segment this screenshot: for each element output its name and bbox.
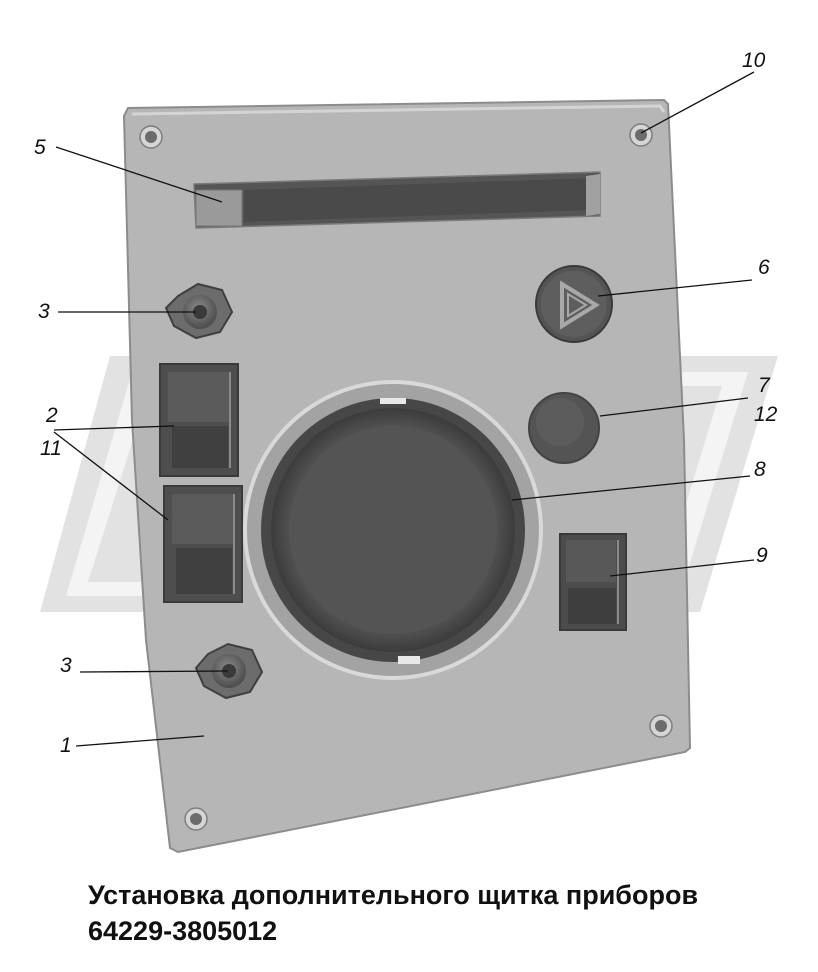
callout-12: 12 bbox=[754, 403, 778, 426]
mounting-screw-bottom-right bbox=[649, 714, 673, 738]
switch-9 bbox=[559, 533, 627, 631]
callout-10: 10 bbox=[742, 49, 766, 72]
caption-title: Установка дополнительного щитка приборов bbox=[88, 880, 699, 910]
callout-8: 8 bbox=[754, 458, 766, 481]
triangle-icon bbox=[560, 280, 600, 330]
callout-5: 5 bbox=[34, 136, 46, 159]
callout-2: 2 bbox=[45, 404, 58, 427]
mounting-screw-bottom-left bbox=[184, 807, 208, 831]
mounting-screw-top-right bbox=[629, 123, 653, 147]
caption-part-number: 64229-3805012 bbox=[88, 916, 278, 946]
rocker-switch-upper bbox=[159, 363, 239, 477]
callout-1: 1 bbox=[60, 734, 72, 757]
callout-3-bottom: 3 bbox=[60, 654, 72, 677]
callout-7: 7 bbox=[758, 374, 771, 397]
indicator-strip bbox=[193, 171, 601, 229]
hex-nut-upper bbox=[164, 282, 234, 340]
rocker-switch-lower bbox=[163, 485, 243, 603]
hazard-warning-switch bbox=[535, 265, 613, 343]
mounting-screw-top-left bbox=[139, 125, 163, 149]
round-indicator-lamp bbox=[528, 392, 600, 464]
leader-lines bbox=[53, 71, 755, 747]
callout-6: 6 bbox=[758, 256, 770, 279]
hex-nut-lower bbox=[194, 642, 264, 700]
large-gauge bbox=[243, 380, 543, 680]
callout-11: 11 bbox=[40, 437, 62, 460]
callout-9: 9 bbox=[756, 544, 768, 567]
callout-3-top: 3 bbox=[38, 300, 50, 323]
